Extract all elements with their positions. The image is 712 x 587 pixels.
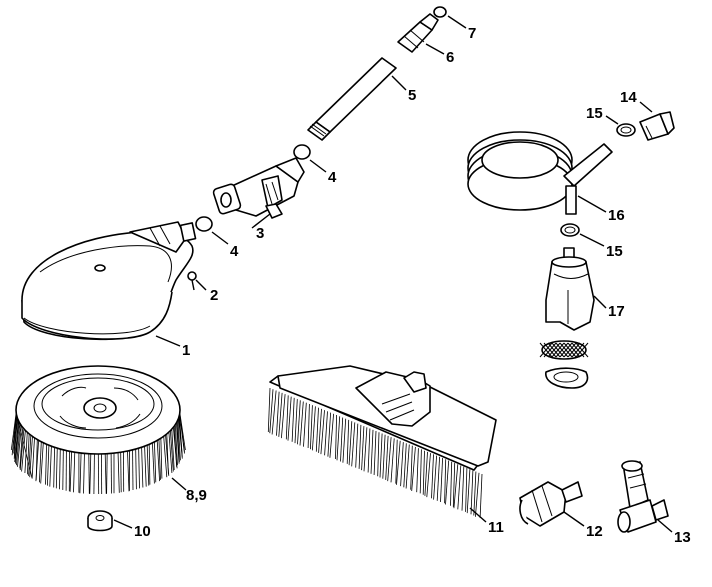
bristle-line <box>292 398 294 442</box>
bristle-line <box>383 435 385 479</box>
callout-4-upper: 4 <box>328 169 337 186</box>
bristle-line <box>458 465 461 509</box>
bristle-line <box>304 403 307 447</box>
bristle-line <box>480 474 482 518</box>
bristle-line <box>321 410 325 454</box>
callout-4-lower: 4 <box>230 243 239 260</box>
screw-part-2 <box>188 272 206 290</box>
bristle-line <box>423 451 424 495</box>
bristle-line <box>462 467 464 511</box>
spacer-part-10 <box>88 511 132 531</box>
bristle-line <box>298 400 301 444</box>
bristle-line <box>316 408 318 452</box>
nozzle-part-12 <box>520 482 584 526</box>
bristle-line <box>404 443 407 487</box>
callout-8-9: 8,9 <box>186 487 207 504</box>
bristle-line <box>388 437 391 481</box>
bristle-line <box>378 432 379 476</box>
callout-14: 14 <box>620 89 637 106</box>
o-ring-part-4-lower <box>196 217 228 244</box>
bristle-line <box>445 459 446 503</box>
swivel-joint-part-3 <box>213 158 304 228</box>
bristle-line <box>432 454 434 498</box>
angled-nozzle-part-13 <box>618 461 672 532</box>
round-brush-part-8-9 <box>11 366 186 494</box>
bristle-line <box>446 461 449 505</box>
callout-17: 17 <box>608 303 625 320</box>
bristle-line <box>474 472 476 516</box>
hose-clamp-part-15-lower <box>561 224 604 246</box>
bristle-line <box>312 406 315 450</box>
bristle-line <box>347 420 349 464</box>
bristle-line <box>300 402 303 446</box>
bristle-line <box>279 393 282 437</box>
bristle-line <box>352 422 355 466</box>
bristle-line <box>380 434 382 478</box>
bristle-line <box>386 436 388 480</box>
bristle-line <box>437 457 439 501</box>
callout-16: 16 <box>608 207 625 224</box>
bristle-line <box>286 395 288 439</box>
o-ring-part-7 <box>434 7 466 28</box>
callout-3: 3 <box>256 225 264 242</box>
callout-12: 12 <box>586 523 603 540</box>
callout-15-upper: 15 <box>586 105 603 122</box>
coupling-part-6 <box>398 14 444 54</box>
bristle-line <box>336 415 337 459</box>
brush-housing-part-1 <box>22 222 196 346</box>
callout-2: 2 <box>210 287 218 304</box>
callout-11: 11 <box>488 519 504 536</box>
bristle-line <box>308 404 309 448</box>
bristle-line <box>268 388 270 432</box>
bristle-line <box>451 462 452 506</box>
bristle-line <box>288 397 291 441</box>
bristle-line <box>420 449 421 493</box>
bristle-line <box>374 431 376 475</box>
callout-13: 13 <box>674 529 691 546</box>
callout-1: 1 <box>182 342 190 359</box>
callout-10: 10 <box>134 523 151 540</box>
bristle-line <box>417 448 419 492</box>
bristle-line <box>467 469 470 513</box>
bristle-line <box>359 425 361 469</box>
bristle-line <box>310 405 312 449</box>
bristle-line <box>466 468 467 512</box>
bristle-line <box>371 430 373 474</box>
callout-5: 5 <box>408 87 416 104</box>
bristle-line <box>362 426 364 470</box>
callout-6: 6 <box>446 49 454 66</box>
coiled-hose-part-16 <box>468 132 612 214</box>
funnel-assembly-part-17 <box>540 248 606 388</box>
bristle-line <box>441 458 443 502</box>
bristle-line <box>281 394 285 438</box>
bristle-line <box>343 419 346 463</box>
bristle-line <box>295 399 297 443</box>
bristle-line <box>277 392 280 436</box>
flat-brush-part-11 <box>268 366 496 522</box>
hose-clamp-part-15-upper <box>606 116 635 136</box>
bristle-line <box>368 429 370 473</box>
bristle-line <box>325 411 328 455</box>
bristle-line <box>337 416 340 460</box>
bristle-line <box>471 470 473 514</box>
bristle-line <box>349 421 352 465</box>
bristle-line <box>406 445 409 489</box>
bristle-line <box>401 442 404 486</box>
bristle-line <box>356 424 358 468</box>
bristle-line <box>364 427 367 471</box>
bristle-line <box>319 409 322 453</box>
bristle-line <box>391 438 394 482</box>
callout-7: 7 <box>468 25 476 42</box>
bristle-line <box>434 456 437 500</box>
callout-15-lower: 15 <box>606 243 623 260</box>
hose-connector-part-14 <box>640 102 674 140</box>
extension-tube-part-5 <box>308 58 406 140</box>
bristle-line <box>341 418 343 462</box>
bristle-line <box>475 473 479 517</box>
